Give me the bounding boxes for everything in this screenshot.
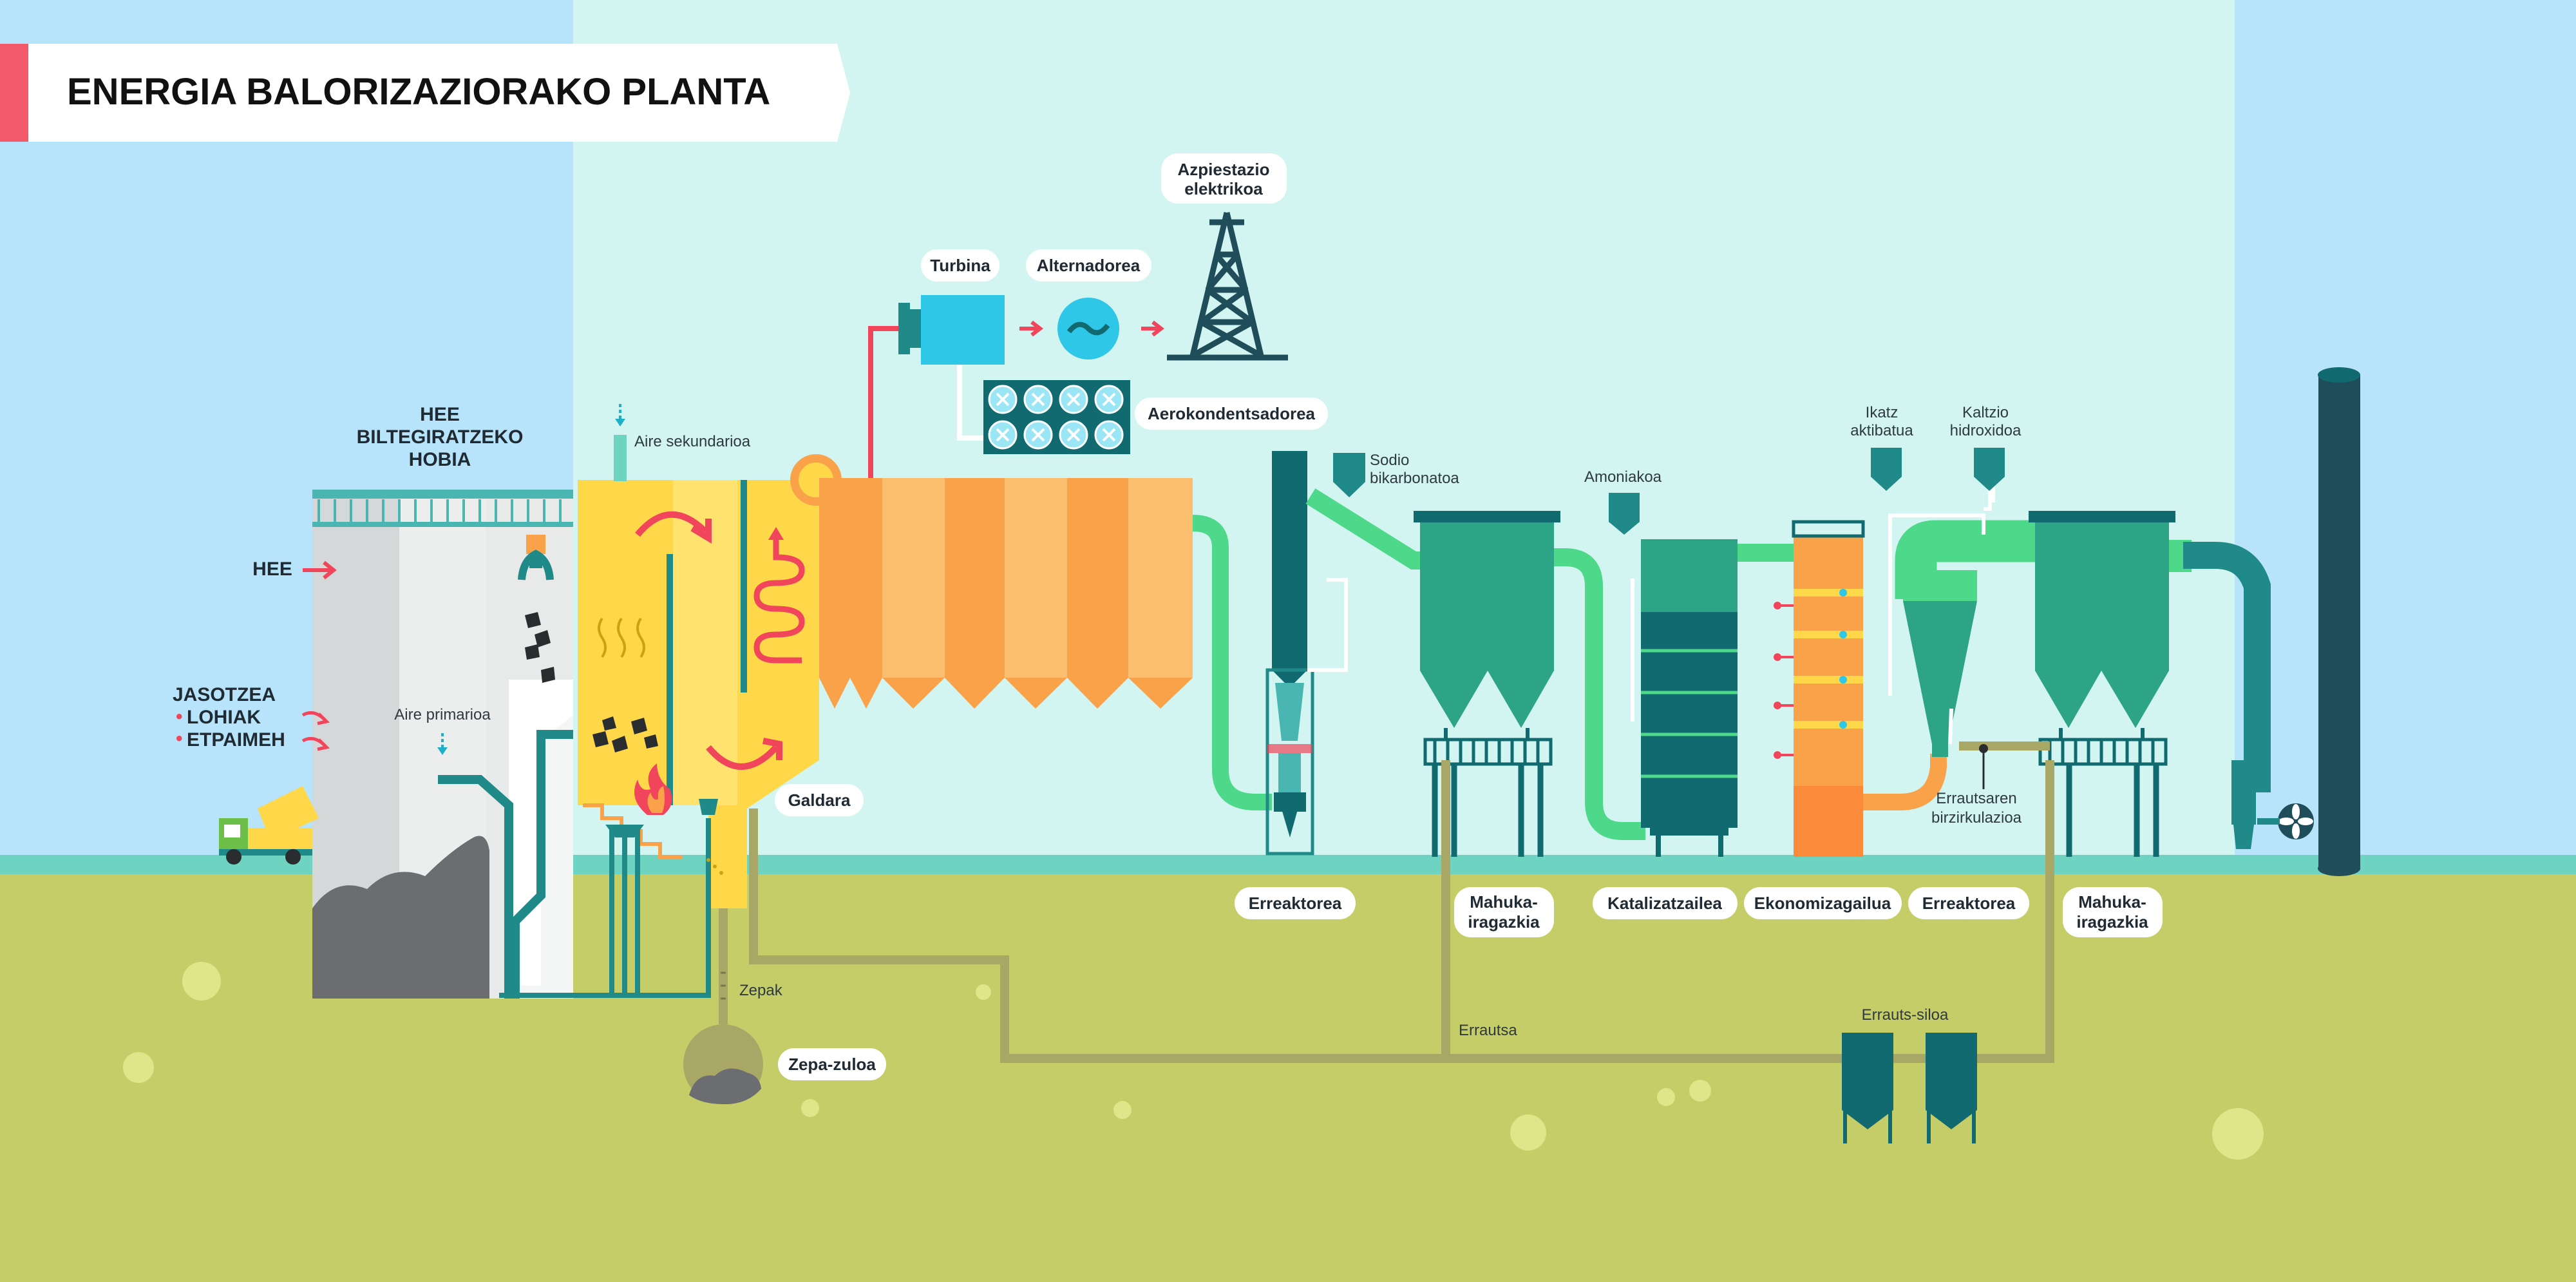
lohiak-bullet: • — [176, 706, 183, 727]
katalizatzailea-tag — [1593, 887, 1738, 919]
jasotzea-arrows-icon — [301, 711, 330, 751]
galdara-tag — [775, 784, 864, 816]
storage-label-line1: HEE — [420, 404, 460, 425]
reactor-1 — [1265, 451, 1348, 856]
sky-center — [573, 0, 2235, 863]
sodio-label-line1: Sodio — [1370, 452, 1409, 469]
stack — [2318, 367, 2360, 876]
substation-tower-icon — [1167, 211, 1288, 361]
heat-coil-icon — [753, 535, 805, 664]
alternadorea-tag — [1026, 249, 1151, 282]
kaltzio-label-line2: hidroxidoa — [1950, 422, 2022, 439]
catalyst — [1641, 539, 1738, 857]
page-title: ENERGIA BALORIZAZIORAKO PLANTA — [67, 71, 770, 113]
amoniakoa-hopper — [1609, 493, 1640, 535]
azpiestazio-tag — [1161, 153, 1287, 204]
zepa-zuloa-tag — [778, 1048, 886, 1080]
jasotzea-label: JASOTZEA — [173, 684, 276, 705]
alternator-icon — [1057, 298, 1119, 359]
crane-claw-icon — [518, 535, 554, 580]
sodio-hopper — [1333, 453, 1365, 497]
flue-gas-duct-2 — [1305, 488, 1420, 569]
kaltzio-label-line1: Kaltzio — [1962, 404, 2009, 421]
storage-building: HEE BILTEGIRATZEKO HOBIA Aire primarioa — [312, 404, 573, 999]
kaltzio-hopper — [1974, 448, 2005, 491]
heat-exchanger — [790, 454, 1193, 709]
title-banner: ENERGIA BALORIZAZIORAKO PLANTA — [0, 44, 850, 142]
turbine-to-alternator-arrow-icon — [1019, 320, 1043, 337]
errauts-siloa-label: Errauts-siloa — [1862, 1006, 1949, 1024]
azpiestazio-label-line1: Azpiestazio — [1177, 160, 1269, 179]
falling-waste-icon — [525, 612, 555, 683]
mahuka-2-label-line1: Mahuka- — [2078, 892, 2146, 912]
ekonomizagailua-label: Ekonomizagailua — [1754, 894, 1891, 913]
alternator-to-substation-arrow-icon — [1141, 320, 1164, 337]
alternadorea-label: Alternadorea — [1037, 256, 1141, 275]
erreaktorea-2-tag — [1908, 887, 2029, 919]
garbage-truck-icon — [219, 786, 319, 865]
aire-sekundarioa-pipe — [614, 435, 627, 481]
aire-sekundarioa-arrow-icon — [615, 404, 625, 426]
mahuka-2-tag — [2063, 887, 2163, 937]
errautsa-label: Errautsa — [1459, 1022, 1517, 1039]
erreaktorea-1-label: Erreaktorea — [1249, 894, 1342, 913]
ground-dots — [123, 962, 2264, 1160]
mahuka-1-tag — [1454, 887, 1554, 937]
katalizatzailea-label: Katalizatzailea — [1607, 894, 1722, 913]
turbina-label: Turbina — [930, 256, 990, 275]
ash-silos — [1842, 1033, 1977, 1143]
hee-label: HEE — [252, 559, 292, 580]
aire-sekundarioa-label: Aire sekundarioa — [634, 433, 751, 450]
galdara-label: Galdara — [788, 790, 851, 810]
amoniakoa-label: Amoniakoa — [1584, 468, 1662, 486]
aerokondentsadorea-tag — [1135, 397, 1328, 430]
ekonomizagailua-tag — [1744, 887, 1902, 919]
coal-icon — [592, 716, 658, 752]
ash-line-main — [749, 760, 2054, 1063]
mahuka-1-label-line1: Mahuka- — [1470, 892, 1537, 912]
gas-flow-arrow-icon — [635, 511, 712, 544]
ikatz-hopper — [1871, 448, 1902, 491]
economizer — [1774, 520, 1865, 857]
birzirk-label-line2: birzirkulazioa — [1931, 809, 2022, 827]
erreaktorea-1-tag — [1235, 887, 1356, 919]
flue-gas-duct-1 — [1192, 515, 1272, 810]
hee-arrow-icon — [303, 560, 337, 580]
flue-gas-duct-6 — [2183, 542, 2271, 792]
aerocondenser-icon — [983, 380, 1130, 454]
birzirk-label-line1: Errautsaren — [1936, 790, 2016, 807]
bag-filter-1 — [1414, 511, 1560, 857]
sodio-label-line2: bikarbonatoa — [1370, 470, 1459, 487]
ikatz-label-line2: aktibatua — [1850, 422, 1913, 439]
mahuka-2-label-line2: iragazkia — [2076, 912, 2148, 932]
storage-label-line2: BILTEGIRATZEKO — [357, 426, 524, 448]
erreaktorea-2-label: Erreaktorea — [1922, 894, 2016, 913]
lohiak-label: LOHIAK — [187, 707, 261, 728]
aerokondentsadorea-label: Aerokondentsadorea — [1148, 404, 1316, 423]
reactor-2 — [1888, 480, 2038, 757]
fan-icon — [2278, 803, 2314, 839]
gas-flow-arrow-lower-icon — [706, 738, 782, 770]
zepak-label: Zepak — [739, 982, 783, 999]
fire-icon — [634, 763, 672, 815]
flue-gas-duct-5 — [1863, 754, 1947, 810]
turbina-tag — [921, 249, 999, 282]
waste-pile — [312, 836, 489, 999]
ikatz-label-line1: Ikatz — [1866, 404, 1899, 421]
turbine-icon — [898, 295, 1005, 365]
etpaimeh-label: ETPAIMEH — [187, 729, 285, 751]
zepa-zuloa-pit — [683, 1024, 763, 1105]
boiler — [499, 480, 819, 998]
mahuka-1-label-line2: iragazkia — [1468, 912, 1540, 932]
flue-gas-duct-3 — [1554, 548, 1645, 840]
air-down-arrow-icon — [437, 733, 448, 755]
zepa-zuloa-label: Zepa-zuloa — [788, 1055, 876, 1074]
storage-label-line3: HOBIA — [409, 449, 471, 470]
etpaimeh-bullet: • — [176, 728, 183, 749]
aire-primarioa-label: Aire primarioa — [394, 706, 491, 723]
azpiestazio-label-line2: elektrikoa — [1184, 179, 1263, 198]
sky-right — [2235, 0, 2576, 863]
